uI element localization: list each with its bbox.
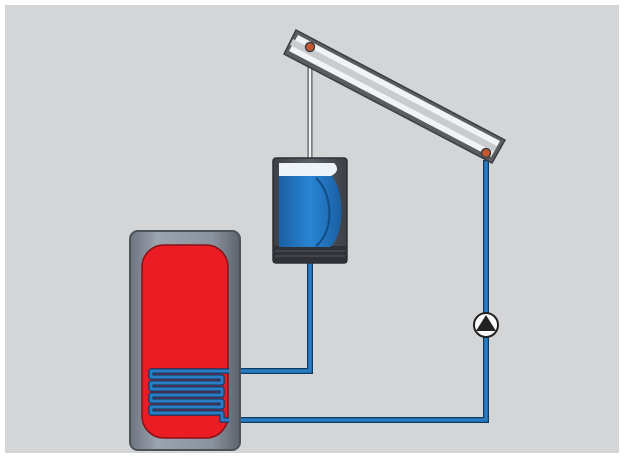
pump-icon	[473, 312, 499, 338]
return-pipe	[226, 160, 489, 423]
piping	[226, 47, 489, 423]
drainback-vessel	[272, 157, 348, 264]
collector-outlet-port	[304, 41, 316, 53]
vessel-to-coil-pipe	[226, 259, 313, 374]
collector-inlet-port	[480, 147, 492, 159]
heat-exchanger-coil	[148, 368, 229, 423]
solar-collector-panel	[283, 28, 507, 165]
vessel-water	[279, 175, 342, 247]
hot-water-storage-tank	[129, 230, 241, 451]
vessel-air-space	[279, 163, 338, 176]
